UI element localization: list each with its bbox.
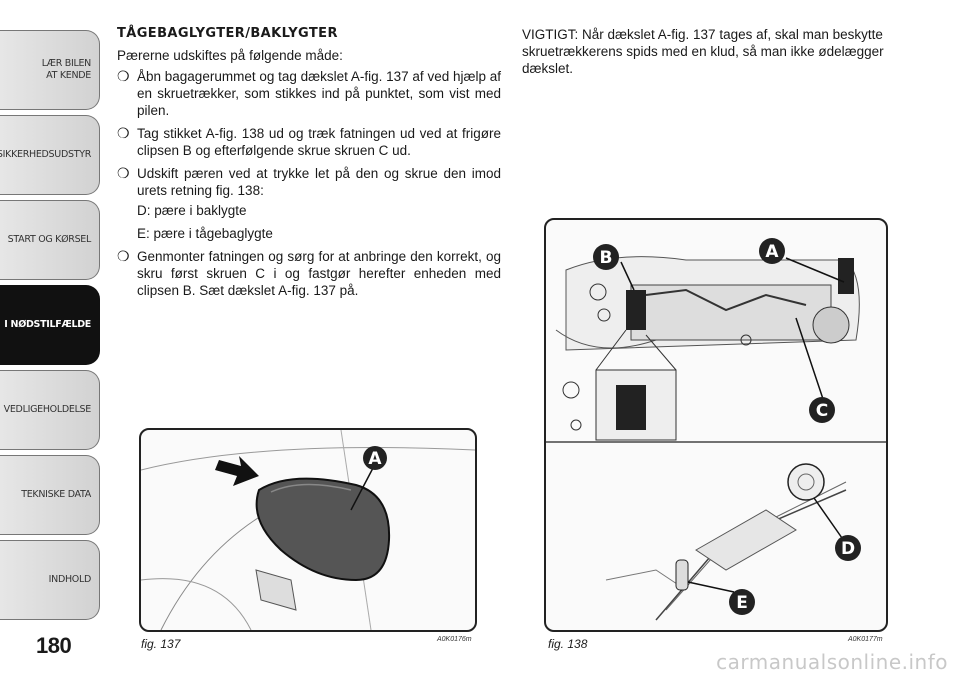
- tab-label: I NØDSTILFÆLDE: [4, 319, 91, 330]
- watermark: carmanualsonline.info: [716, 650, 948, 674]
- bulb-e-icon: [675, 559, 689, 591]
- figure-137-caption: fig. 137: [141, 637, 181, 651]
- lamp-illustration: B A C D E: [546, 238, 886, 621]
- section-title: TÅGEBAGLYGTER/BAKLYGTER: [117, 26, 338, 41]
- figure-138: B A C D E: [544, 218, 888, 632]
- tab-label: LÆR BILEN: [41, 58, 92, 69]
- tab-label: SIKKERHEDSUDSTYR: [0, 149, 91, 160]
- tab-tekniske-data[interactable]: TEKNISKE DATA: [0, 455, 100, 535]
- label-a-circle: [363, 446, 387, 470]
- step-text: Udskift pæren ved at trykke let på den o…: [137, 166, 501, 198]
- page-number: 180: [36, 633, 72, 658]
- tab-label: START OG KØRSEL: [7, 234, 92, 245]
- step-text: Åbn bagagerummet og tag dækslet A-fig. 1…: [137, 69, 501, 118]
- bullet-icon: ❍: [117, 68, 130, 84]
- figure-137: A: [139, 428, 477, 632]
- figure-137-code: A0K0176m: [437, 636, 472, 643]
- important-note: VIGTIGT: Når dækslet A-fig. 137 tages af…: [522, 27, 884, 76]
- step-text: Tag stikket A-fig. 138 ud og træk fatnin…: [137, 126, 501, 158]
- tab-label: AT KENDE: [46, 70, 91, 81]
- figure-138-caption: fig. 138: [548, 637, 588, 651]
- cover-illustration: A: [141, 430, 475, 630]
- bulb-e-label: E: pære i tågebaglygte: [137, 226, 273, 241]
- arrow-icon: [215, 456, 259, 486]
- tab-start-og-korsel[interactable]: START OG KØRSEL: [0, 200, 100, 280]
- instructions-column: TÅGEBAGLYGTER/BAKLYGTER Pærerne udskifte…: [117, 26, 501, 305]
- list-item: ❍ Åbn bagagerummet og tag dækslet A-fig. …: [117, 68, 501, 119]
- tab-label: VEDLIGEHOLDELSE: [3, 404, 92, 415]
- bullet-icon: ❍: [117, 165, 130, 181]
- label-a: A: [368, 449, 382, 469]
- figure-138-code: A0K0177m: [848, 636, 883, 643]
- list-item: ❍ Tag stikket A-fig. 138 ud og træk fatni…: [117, 125, 501, 159]
- tab-label: INDHOLD: [48, 574, 92, 585]
- steps-list: ❍ Åbn bagagerummet og tag dækslet A-fig. …: [117, 68, 501, 199]
- label-d: D: [841, 539, 855, 559]
- tab-vedligeholdelse[interactable]: VEDLIGEHOLDELSE: [0, 370, 100, 450]
- bulb-d-icon: [787, 463, 825, 501]
- list-item: ❍ Genmonter fatningen og sørg for at anbr…: [117, 248, 501, 299]
- label-a: A: [765, 242, 779, 262]
- steps-list-continued: ❍ Genmonter fatningen og sørg for at anbr…: [117, 248, 501, 299]
- tab-sikkerhedsudstyr[interactable]: SIKKERHEDSUDSTYR: [0, 115, 100, 195]
- bullet-icon: ❍: [117, 125, 130, 141]
- label-c: C: [816, 401, 828, 421]
- bullet-icon: ❍: [117, 248, 130, 264]
- step-text: Genmonter fatningen og sørg for at anbri…: [137, 249, 501, 298]
- label-b: B: [600, 248, 613, 268]
- intro-text: Pærerne udskiftes på følgende måde:: [117, 48, 343, 63]
- label-e: E: [736, 593, 748, 613]
- tab-indhold[interactable]: INDHOLD: [0, 540, 100, 620]
- tab-label: TEKNISKE DATA: [21, 489, 91, 500]
- tab-i-nodstilfaelde[interactable]: I NØDSTILFÆLDE: [0, 285, 100, 365]
- bulb-d-label: D: pære i baklygte: [137, 203, 247, 218]
- list-item: ❍ Udskift pæren ved at trykke let på den …: [117, 165, 501, 199]
